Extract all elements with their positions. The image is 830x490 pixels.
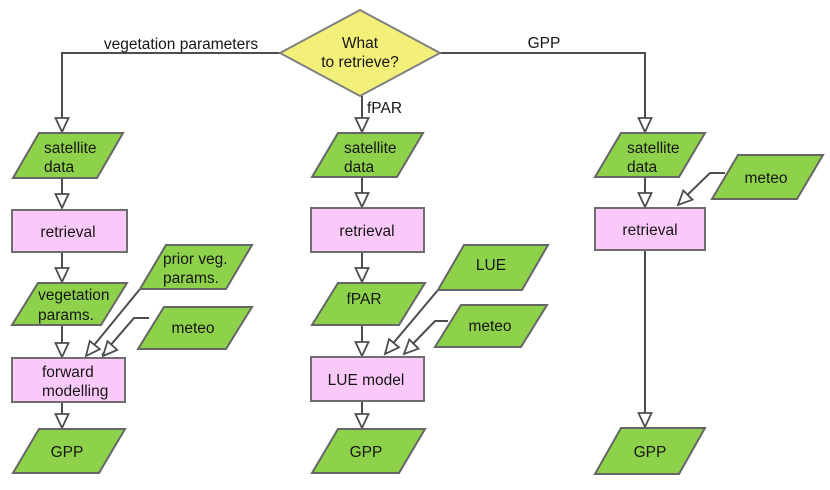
left-satellite-data-shape <box>11 132 125 179</box>
arrowhead <box>54 117 70 135</box>
arrowhead <box>54 413 70 431</box>
middle-lue-shape <box>436 244 550 291</box>
middle-gpp-node: GPP <box>310 428 427 474</box>
arrowhead <box>383 337 401 356</box>
arrowhead <box>54 267 70 285</box>
left-gpp-label: GPP <box>51 444 84 461</box>
left-prior-veg-params-label-line2: params. <box>163 270 219 287</box>
left-satellite-data-label-line1: satellite <box>44 140 97 157</box>
right-satellite-data-label-line2: data <box>627 159 658 176</box>
left-satellite-data-node: satellite data <box>11 132 125 179</box>
arrowhead <box>354 413 370 431</box>
edge-label-gpp: GPP <box>528 35 561 52</box>
left-vegetation-params-label-line1: vegetation <box>38 287 110 304</box>
left-prior-veg-params-node: prior veg. params. <box>138 244 254 290</box>
left-meteo-shape <box>136 306 254 350</box>
edge-label-fpar: fPAR <box>367 100 402 117</box>
middle-meteo-node: meteo <box>433 304 549 348</box>
left-forward-modelling-shape <box>11 357 126 403</box>
right-satellite-data-node: satellite data <box>593 132 707 178</box>
right-gpp-label: GPP <box>634 444 667 461</box>
left-vegetation-params-shape <box>10 282 129 326</box>
arrowhead <box>354 192 370 210</box>
right-gpp-node: GPP <box>593 427 707 475</box>
middle-lue-model-shape <box>310 356 425 402</box>
left-prior-veg-params-label-line1: prior veg. <box>163 251 228 268</box>
left-forward-modelling-label-line1: forward <box>42 364 94 381</box>
left-satellite-data-label-line2: data <box>44 159 75 176</box>
left-forward-modelling-label-line2: modelling <box>42 383 108 400</box>
middle-lue-node: LUE <box>436 244 550 291</box>
middle-lue-model-node: LUE model <box>310 356 425 402</box>
edge-label-vegetation-parameters: vegetation parameters <box>104 36 258 53</box>
middle-satellite-data-shape <box>310 132 425 178</box>
middle-satellite-data-label-line2: data <box>344 159 375 176</box>
arrowhead <box>676 188 695 207</box>
right-meteo-label: meteo <box>744 170 787 187</box>
left-meteo-node: meteo <box>136 306 254 350</box>
middle-gpp-shape <box>310 428 427 474</box>
middle-satellite-data-label-line1: satellite <box>344 140 397 157</box>
left-retrieval-shape <box>11 209 128 253</box>
arrowhead <box>637 412 653 430</box>
arrowhead <box>402 337 421 356</box>
edge-right-meteo-to-retrieval <box>677 172 725 205</box>
middle-retrieval-label: retrieval <box>339 223 394 240</box>
arrowheads <box>54 117 695 431</box>
right-retrieval-label: retrieval <box>622 222 677 239</box>
arrowhead <box>637 117 653 135</box>
right-retrieval-shape <box>594 207 706 251</box>
arrowhead <box>54 342 70 360</box>
edge-right-branch <box>440 52 646 131</box>
right-retrieval-node: retrieval <box>594 207 706 251</box>
decision-label-line1: What <box>342 35 379 52</box>
arrowhead <box>637 192 653 210</box>
middle-retrieval-shape <box>310 207 425 253</box>
middle-lue-label: LUE <box>476 257 506 274</box>
left-gpp-node: GPP <box>11 428 127 474</box>
decision-diamond <box>277 8 443 98</box>
arrowhead <box>354 117 370 135</box>
edge-left-meteo-to-forward <box>101 317 149 356</box>
decision-label-line2: to retrieve? <box>321 54 399 71</box>
edge-left-branch <box>61 52 280 131</box>
middle-meteo-label: meteo <box>468 318 511 335</box>
left-vegetation-params-node: vegetation params. <box>10 282 129 326</box>
left-vegetation-params-label-line2: params. <box>38 307 94 324</box>
arrowhead <box>101 339 119 358</box>
middle-fpar-shape <box>310 282 427 326</box>
right-meteo-node: meteo <box>710 154 825 200</box>
middle-meteo-shape <box>433 304 549 348</box>
middle-retrieval-node: retrieval <box>310 207 425 253</box>
arrowhead <box>84 339 102 358</box>
middle-satellite-data-node: satellite data <box>310 132 425 178</box>
right-gpp-shape <box>593 427 707 475</box>
middle-fpar-label: fPAR <box>346 291 381 308</box>
arrowhead <box>354 341 370 359</box>
right-satellite-data-label-line1: satellite <box>627 140 680 157</box>
left-retrieval-node: retrieval <box>11 209 128 253</box>
left-gpp-shape <box>11 428 127 474</box>
left-prior-veg-params-shape <box>138 244 254 290</box>
arrowhead <box>54 193 70 211</box>
edge-left-prior-to-forward <box>85 288 141 356</box>
decision-node: What to retrieve? <box>277 8 443 98</box>
right-satellite-data-shape <box>593 132 707 178</box>
left-meteo-label: meteo <box>171 320 214 337</box>
right-meteo-shape <box>710 154 825 200</box>
middle-gpp-label: GPP <box>350 444 383 461</box>
middle-fpar-node: fPAR <box>310 282 427 326</box>
left-forward-modelling-node: forward modelling <box>11 357 126 403</box>
edge-mid-meteo-to-luemodel <box>403 320 448 354</box>
arrowhead <box>354 267 370 285</box>
middle-lue-model-label: LUE model <box>328 372 405 389</box>
left-retrieval-label: retrieval <box>40 224 95 241</box>
